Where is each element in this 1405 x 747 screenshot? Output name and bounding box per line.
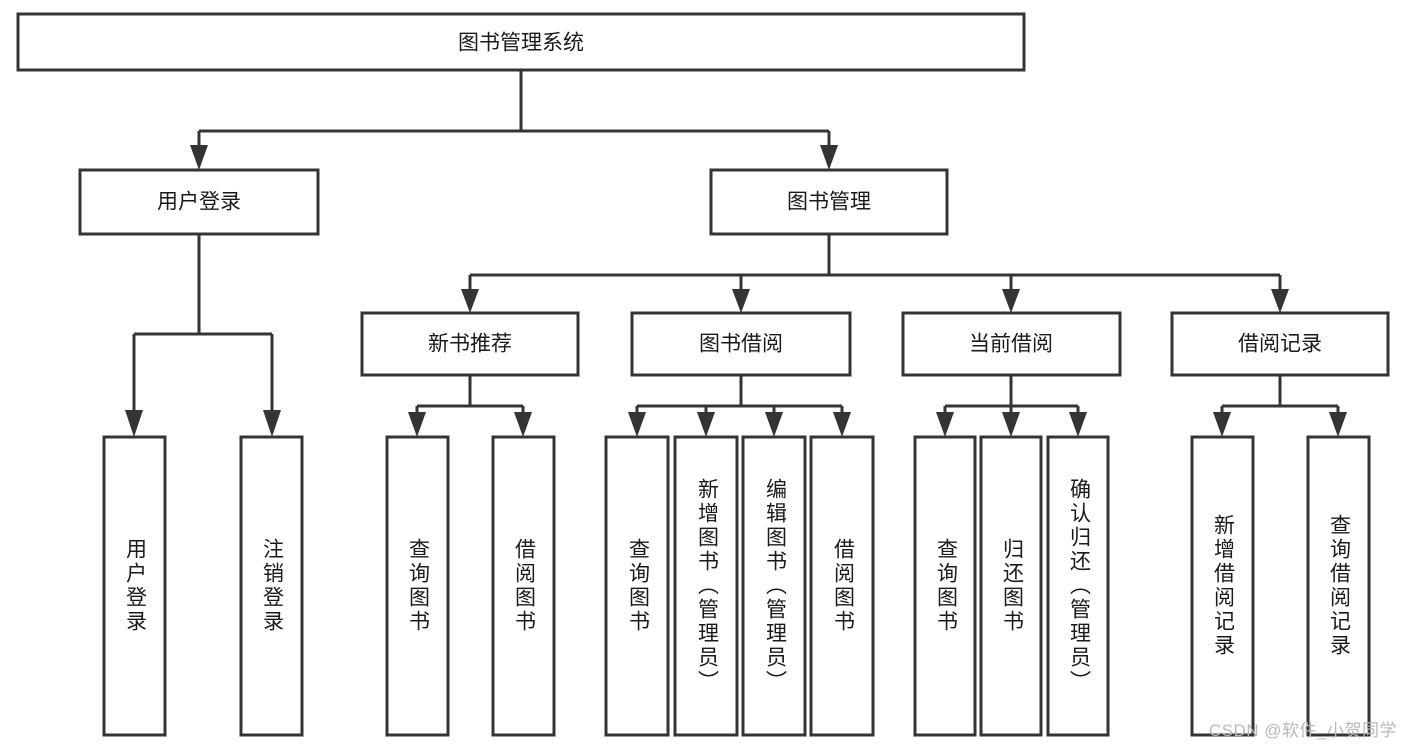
leaf-new-book-query[interactable]: 查询图书	[385, 435, 450, 737]
node-new-book-recommend-label: 新书推荐	[428, 333, 512, 356]
node-user-login-box	[78, 168, 320, 236]
node-current-borrow-box	[901, 311, 1122, 377]
node-borrow-record[interactable]: 借阅记录	[1170, 311, 1390, 377]
node-book-borrow[interactable]: 图书借阅	[630, 311, 852, 377]
leaf-user-login-login-box	[102, 435, 167, 737]
node-current-borrow[interactable]: 当前借阅	[901, 311, 1122, 377]
arrow-book-borrow-leaf-3	[765, 412, 783, 437]
leaf-book-borrow-add-box	[673, 435, 739, 737]
leaf-book-borrow-edit-box	[741, 435, 807, 737]
leaf-current-borrow-confirm[interactable]: 确认归还（管理员）	[1046, 435, 1110, 737]
leaf-current-borrow-query-box	[913, 435, 977, 737]
leaf-current-borrow-return[interactable]: 归还图书	[979, 435, 1043, 737]
node-new-book-recommend-box	[360, 311, 580, 377]
leaf-book-borrow-borrow[interactable]: 借阅图书	[809, 435, 875, 737]
leaf-book-borrow-borrow-label: 借阅图书	[831, 538, 855, 634]
node-root-label: 图书管理系统	[458, 32, 584, 55]
leaf-new-book-borrow-label: 借阅图书	[512, 538, 536, 634]
node-book-borrow-label: 图书借阅	[699, 333, 783, 356]
leaf-current-borrow-confirm-box	[1046, 435, 1110, 737]
leaf-book-borrow-query[interactable]: 查询图书	[604, 435, 670, 737]
leaf-borrow-record-query-box	[1306, 435, 1371, 737]
leaf-user-login-login[interactable]: 用户登录	[102, 435, 167, 737]
leaf-borrow-record-add[interactable]: 新增借阅记录	[1190, 435, 1255, 737]
arrow-book-borrow-leaf-2	[697, 412, 715, 437]
arrow-current-borrow-leaf-3	[1069, 412, 1087, 437]
leaf-book-borrow-add[interactable]: 新增图书（管理员）	[673, 435, 739, 737]
arrow-user-login-leaf-2	[263, 410, 281, 437]
node-book-management[interactable]: 图书管理	[709, 168, 949, 236]
node-user-login-label: 用户登录	[157, 191, 241, 214]
leaf-book-borrow-query-box	[604, 435, 670, 737]
leaf-book-borrow-add-label: 新增图书（管理员）	[695, 478, 719, 694]
node-book-borrow-box	[630, 311, 852, 377]
leaf-current-borrow-query-label: 查询图书	[934, 538, 958, 634]
leaf-borrow-record-add-label: 新增借阅记录	[1211, 514, 1235, 658]
leaf-new-book-borrow[interactable]: 借阅图书	[491, 435, 556, 737]
arrow-to-current-borrow	[1002, 289, 1020, 313]
arrow-new-book-leaf-2	[514, 412, 532, 437]
leaf-user-login-logout[interactable]: 注销登录	[239, 435, 304, 737]
leaf-borrow-record-add-box	[1190, 435, 1255, 737]
arrow-current-borrow-leaf-2	[1002, 412, 1020, 437]
leaf-new-book-query-label: 查询图书	[406, 538, 430, 634]
leaf-new-book-query-box	[385, 435, 450, 737]
node-user-login[interactable]: 用户登录	[78, 168, 320, 236]
leaf-user-login-logout-box	[239, 435, 304, 737]
leaf-borrow-record-query[interactable]: 查询借阅记录	[1306, 435, 1371, 737]
leaf-book-borrow-query-label: 查询图书	[626, 538, 650, 634]
arrow-borrow-record-leaf-1	[1213, 412, 1231, 437]
arrow-user-login-leaf-1	[125, 410, 143, 437]
leaf-user-login-login-label: 用户登录	[123, 538, 147, 634]
leaf-user-login-logout-label: 注销登录	[260, 538, 284, 634]
leaf-current-borrow-return-label: 归还图书	[1000, 538, 1024, 634]
leaf-borrow-record-query-label: 查询借阅记录	[1327, 514, 1351, 658]
arrow-book-borrow-leaf-1	[628, 412, 646, 437]
node-current-borrow-label: 当前借阅	[969, 333, 1053, 356]
node-book-management-box	[709, 168, 949, 236]
leaf-current-borrow-return-box	[979, 435, 1043, 737]
leaf-current-borrow-confirm-label: 确认归还（管理员）	[1067, 478, 1091, 694]
arrow-root-to-book-mgmt	[820, 145, 838, 170]
leaf-book-borrow-edit[interactable]: 编辑图书（管理员）	[741, 435, 807, 737]
node-book-management-label: 图书管理	[787, 191, 871, 214]
arrow-current-borrow-leaf-1	[936, 412, 954, 437]
node-borrow-record-label: 借阅记录	[1238, 333, 1322, 356]
connector-layer	[125, 70, 1347, 437]
leaf-book-borrow-borrow-box	[809, 435, 875, 737]
arrow-to-new-book-recommend	[461, 289, 479, 313]
node-borrow-record-box	[1170, 311, 1390, 377]
node-new-book-recommend[interactable]: 新书推荐	[360, 311, 580, 377]
node-root-box	[16, 12, 1026, 72]
arrow-new-book-leaf-1	[408, 412, 426, 437]
leaf-current-borrow-query[interactable]: 查询图书	[913, 435, 977, 737]
leaf-new-book-borrow-box	[491, 435, 556, 737]
arrow-book-borrow-leaf-4	[833, 412, 851, 437]
node-root-system[interactable]: 图书管理系统	[16, 12, 1026, 72]
arrow-root-to-user-login	[190, 145, 208, 170]
leaf-book-borrow-edit-label: 编辑图书（管理员）	[763, 478, 787, 694]
arrow-to-borrow-record	[1271, 289, 1289, 313]
arrow-to-book-borrow	[732, 289, 750, 313]
arrow-borrow-record-leaf-2	[1329, 412, 1347, 437]
